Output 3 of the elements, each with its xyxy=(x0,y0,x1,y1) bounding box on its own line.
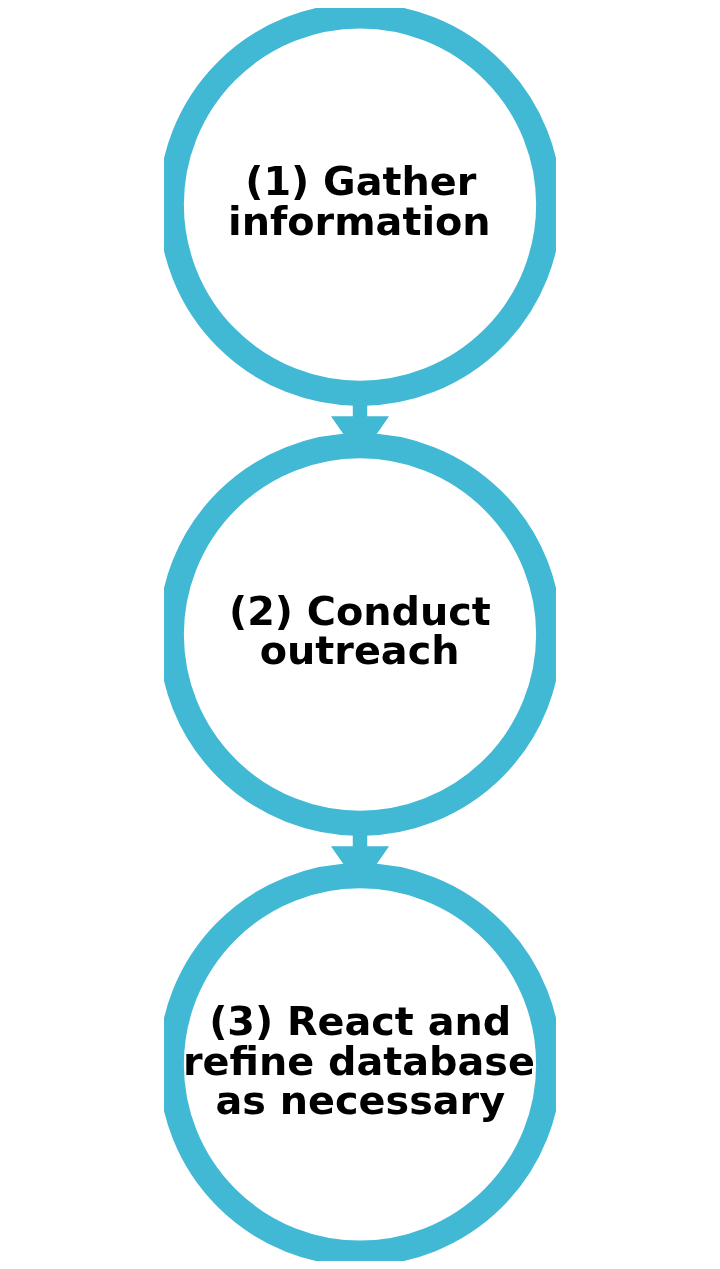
node-circle: (1) Gather information xyxy=(164,8,556,406)
node-circle: (2) Conduct outreach xyxy=(164,433,556,836)
node-circle: (3) React and refine database as necessary xyxy=(164,863,556,1261)
